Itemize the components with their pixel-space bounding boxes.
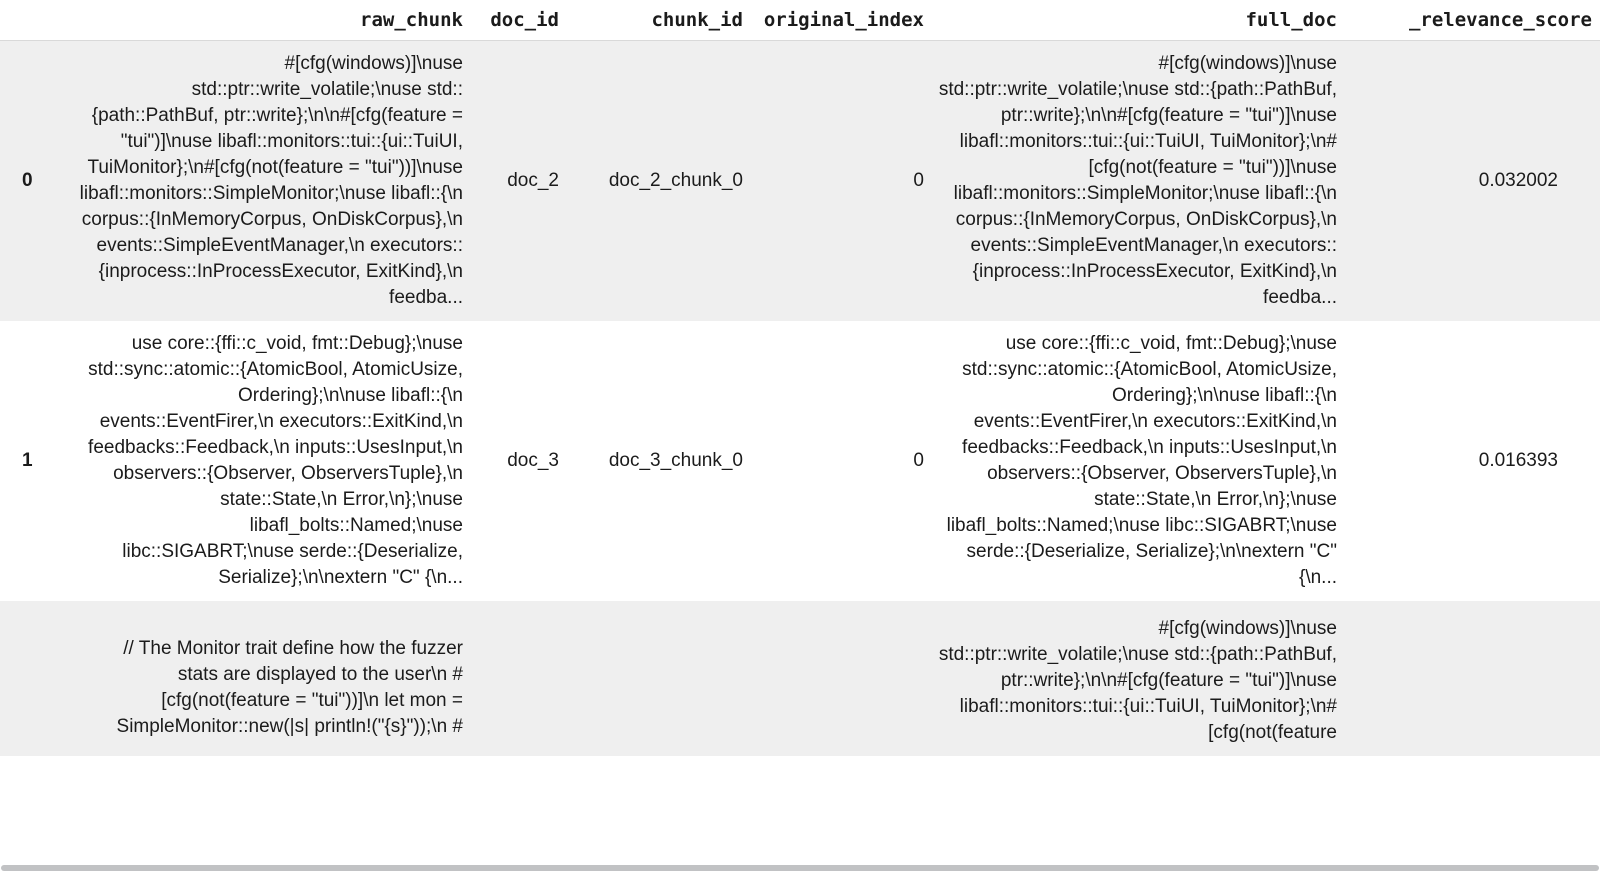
cell-relevance-score: [1345, 601, 1600, 756]
cell-raw-chunk: use core::{ffi::c_void, fmt::Debug};\nus…: [88, 333, 463, 588]
column-header-original-index: original_index: [751, 0, 932, 41]
table-body: 0 #[cfg(windows)]\nuse std::ptr::write_v…: [0, 40, 1600, 756]
header-row: raw_chunk doc_id chunk_id original_index…: [0, 0, 1600, 41]
cell-chunk-id: [567, 601, 751, 756]
cell-original-index: [751, 601, 932, 756]
cell-text: #[cfg(windows)]\nuse std::ptr::write_vol…: [938, 618, 1337, 743]
cell-doc-id: doc_3: [507, 450, 559, 471]
cell-full-doc: #[cfg(windows)]\nuse std::ptr::write_vol…: [932, 601, 1345, 756]
column-header-chunk-id: chunk_id: [567, 0, 751, 41]
table-row-0: 0 #[cfg(windows)]\nuse std::ptr::write_v…: [0, 40, 1600, 321]
cell-original-index: 0: [913, 450, 924, 471]
cell-chunk-id: doc_2_chunk_0: [608, 170, 743, 191]
column-header-doc-id: doc_id: [471, 0, 567, 41]
column-header-full-doc: full_doc: [932, 0, 1345, 41]
cell-relevance-score: 0.016393: [1478, 450, 1558, 471]
cell-doc-id: [471, 601, 567, 756]
row-index: 0: [22, 170, 33, 191]
row-index: 1: [22, 450, 33, 471]
index-column-header: [0, 0, 40, 41]
cell-original-index: 0: [913, 170, 924, 191]
cell-raw-chunk: #[cfg(windows)]\nuse std::ptr::write_vol…: [79, 53, 463, 308]
cell-text: // The Monitor trait define how the fuzz…: [116, 638, 463, 737]
table-row-1: 1 use core::{ffi::c_void, fmt::Debug};\n…: [0, 321, 1600, 601]
cell-chunk-id: doc_3_chunk_0: [608, 450, 743, 471]
dataframe-table: raw_chunk doc_id chunk_id original_index…: [0, 0, 1600, 756]
horizontal-scrollbar[interactable]: [1, 865, 1599, 871]
table-header: raw_chunk doc_id chunk_id original_index…: [0, 0, 1600, 41]
column-header-raw-chunk: raw_chunk: [40, 0, 471, 41]
cell-full-doc: #[cfg(windows)]\nuse std::ptr::write_vol…: [938, 53, 1337, 308]
cell-full-doc: use core::{ffi::c_void, fmt::Debug};\nus…: [946, 333, 1337, 588]
table-row-2: // The Monitor trait define how the fuzz…: [0, 601, 1600, 756]
cell-raw-chunk: // The Monitor trait define how the fuzz…: [40, 601, 471, 756]
cell-relevance-score: 0.032002: [1478, 170, 1558, 191]
row-index: [0, 601, 40, 756]
column-header-relevance-score: _relevance_score: [1345, 0, 1600, 41]
cell-doc-id: doc_2: [507, 170, 559, 191]
